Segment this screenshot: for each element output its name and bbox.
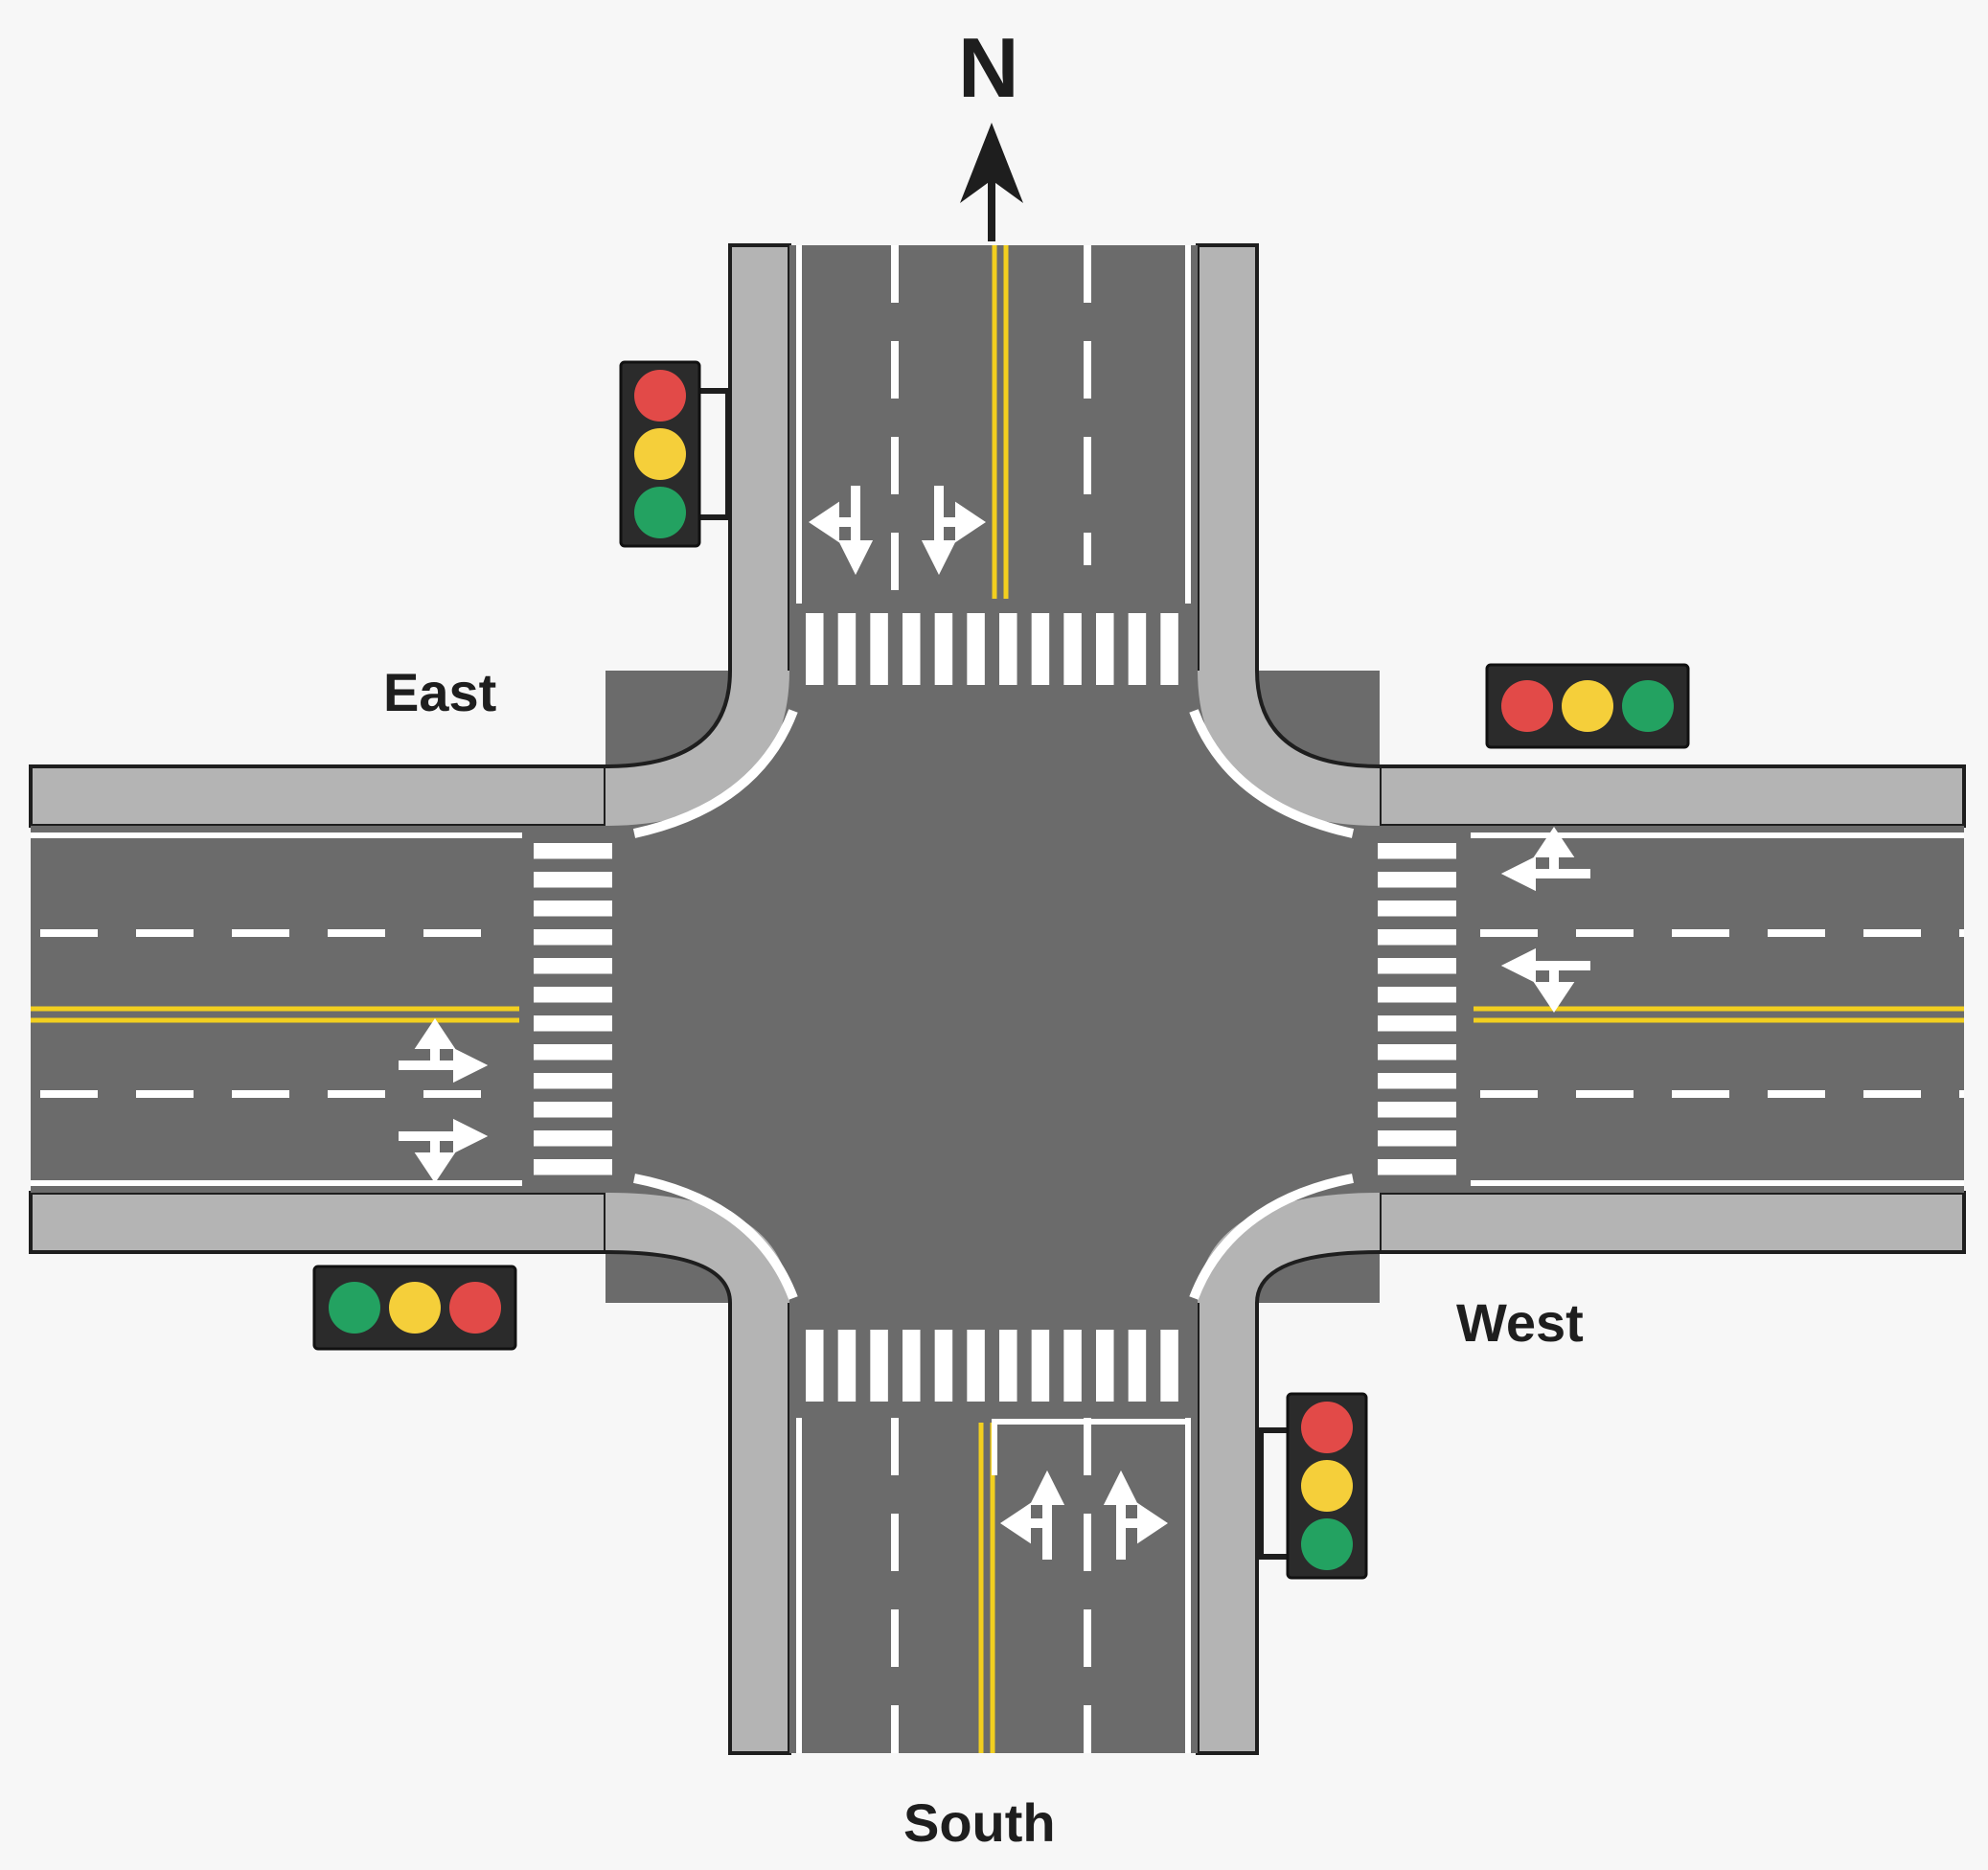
crosswalk-stripe: [1160, 613, 1178, 685]
crosswalk-stripe: [534, 872, 612, 888]
crosswalk-stripe: [999, 1330, 1017, 1402]
label-south: South: [903, 1792, 1056, 1853]
crosswalk-stripe: [934, 1330, 953, 1402]
crosswalk-stripe: [534, 987, 612, 1003]
center-lines: [31, 245, 1964, 1753]
crosswalk-stripe: [1378, 1159, 1456, 1175]
crosswalk-stripe: [1031, 613, 1050, 685]
crosswalk-stripe: [967, 1330, 985, 1402]
signal-lamp-yellow: [389, 1282, 441, 1334]
sidewalk-left-north: [29, 764, 607, 828]
signal-lamp-green: [1622, 680, 1674, 732]
signal-lamp-red: [1301, 1402, 1353, 1453]
crosswalk-stripe: [534, 1015, 612, 1032]
signal-lamp-red: [634, 370, 686, 422]
crosswalk-stripe: [1063, 613, 1082, 685]
crosswalk-stripe: [903, 1330, 921, 1402]
crosswalk-stripe: [1096, 1330, 1114, 1402]
crosswalk-stripe: [534, 843, 612, 859]
crosswalk-stripe: [1378, 872, 1456, 888]
crosswalk-stripe: [1128, 613, 1147, 685]
crosswalk-stripe: [534, 1130, 612, 1147]
corner-sw: [605, 1193, 789, 1305]
crosswalk-stripe: [1128, 1330, 1147, 1402]
north-arrow-icon: [960, 123, 1023, 241]
compass-north-label: N: [958, 20, 1019, 115]
crosswalk-stripe: [534, 929, 612, 946]
signal-lamp-yellow: [634, 428, 686, 480]
corner-sidewalks: [605, 670, 1381, 1305]
crosswalk-stripe: [534, 1159, 612, 1175]
crosswalk-stripe: [1378, 901, 1456, 917]
crosswalk-stripe: [1096, 613, 1114, 685]
crosswalk-stripe: [1160, 1330, 1178, 1402]
crosswalk-stripe: [999, 613, 1017, 685]
traffic-light-north-approach: [619, 360, 731, 548]
dashed-lane-lines: [40, 245, 1964, 1753]
crosswalk-stripe: [870, 1330, 888, 1402]
label-west: West: [1456, 1292, 1584, 1353]
corner-ne: [1198, 670, 1381, 826]
corner-se: [1198, 1193, 1381, 1305]
crosswalk-stripe: [534, 1102, 612, 1118]
label-east: East: [383, 662, 497, 722]
crosswalk-stripe: [1378, 958, 1456, 974]
signal-lamp-green: [1301, 1518, 1353, 1570]
crosswalk-stripe: [1378, 929, 1456, 946]
asphalt: [31, 245, 1964, 1753]
crosswalk-stripe: [534, 1044, 612, 1060]
crosswalk-stripe: [534, 1073, 612, 1089]
crosswalk-stripe: [1378, 843, 1456, 859]
sidewalk-north-west: [728, 243, 791, 688]
signal-lamp-green: [634, 487, 686, 538]
crosswalk-stripe: [1378, 1015, 1456, 1032]
crosswalk-stripe: [1378, 1102, 1456, 1118]
traffic-light-east-approach: [1485, 663, 1690, 749]
signal-lamp-red: [449, 1282, 501, 1334]
crosswalks: [534, 613, 1456, 1402]
crosswalk-stripe: [837, 613, 857, 685]
crosswalk-stripe: [870, 613, 888, 685]
crosswalk-stripe: [1378, 1044, 1456, 1060]
crosswalk-stripe: [806, 1330, 824, 1402]
crosswalk-stripe: [1378, 1073, 1456, 1089]
south-stop-frame: [992, 1419, 1186, 1475]
traffic-lights: [312, 360, 1690, 1580]
sidewalk-left-south: [29, 1191, 607, 1254]
corner-nw: [605, 670, 789, 826]
sidewalk-right-south: [1378, 1191, 1966, 1254]
sidewalk-right-north: [1378, 764, 1966, 828]
edge-lines: [31, 245, 1964, 1753]
crosswalk-stripe: [837, 1330, 857, 1402]
crosswalk-stripe: [1378, 987, 1456, 1003]
signal-lamp-green: [329, 1282, 380, 1334]
crosswalk-stripe: [534, 958, 612, 974]
sidewalk-north-east: [1196, 243, 1259, 688]
crosswalk-stripe: [903, 613, 921, 685]
crosswalk-stripe: [806, 613, 824, 685]
signal-lamp-yellow: [1301, 1460, 1353, 1512]
signal-lamp-yellow: [1562, 680, 1613, 732]
sidewalk-south-east: [1196, 1287, 1259, 1755]
crosswalk-stripe: [934, 613, 953, 685]
sidewalk-south-west: [728, 1287, 791, 1755]
traffic-light-west-approach: [312, 1265, 517, 1351]
crosswalk-stripe: [1031, 1330, 1050, 1402]
crosswalk-stripe: [1063, 1330, 1082, 1402]
traffic-light-south-approach: [1258, 1392, 1368, 1580]
signal-lamp-red: [1501, 680, 1553, 732]
crosswalk-stripe: [1378, 1130, 1456, 1147]
crosswalk-stripe: [534, 901, 612, 917]
crosswalk-stripe: [967, 613, 985, 685]
